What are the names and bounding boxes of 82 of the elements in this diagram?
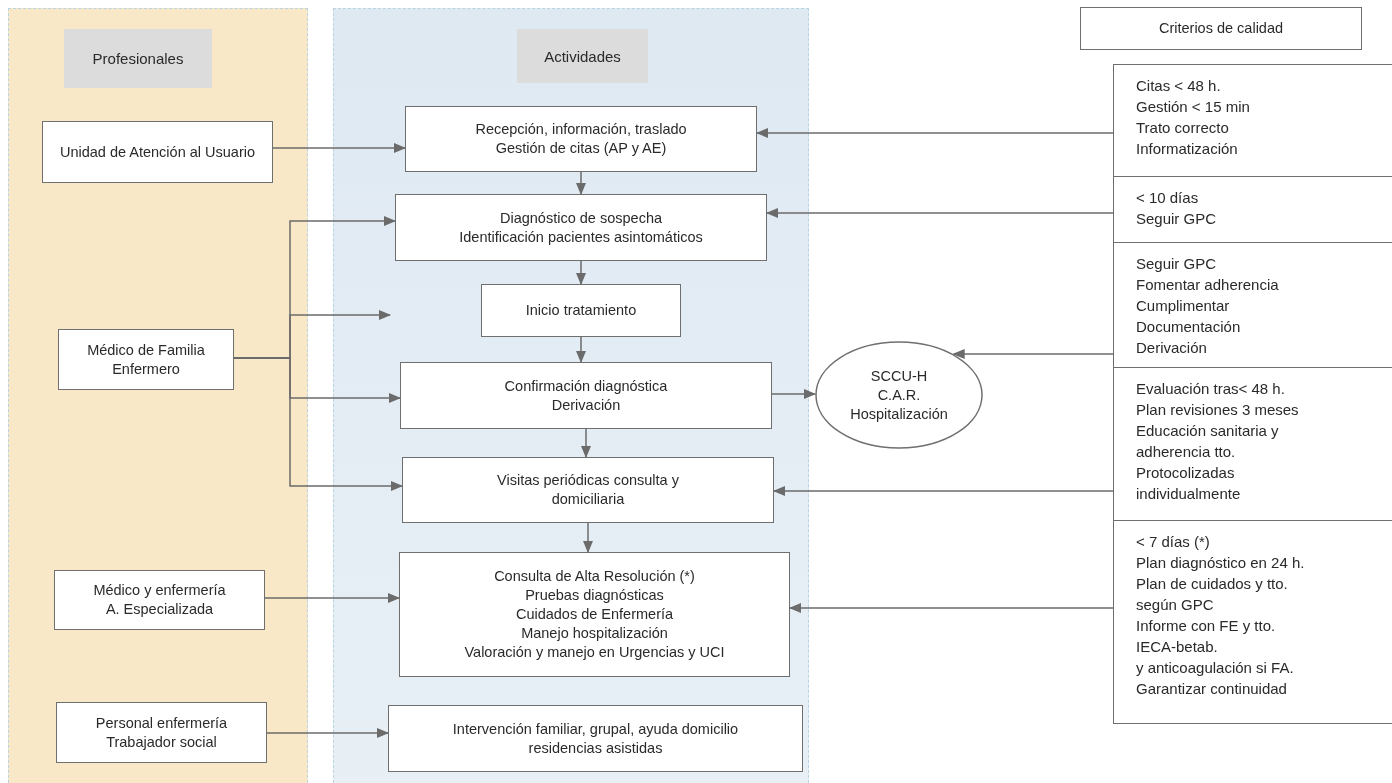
criteria-text: Derivación — [1136, 338, 1207, 358]
criteria-text: Plan de cuidados y tto. — [1136, 574, 1288, 594]
process-box — [402, 457, 774, 523]
process-box — [388, 705, 803, 772]
box-text: Manejo hospitalización — [521, 624, 668, 643]
box-text: Médico y enfermería — [93, 581, 226, 600]
arrow — [952, 349, 1114, 359]
arrow — [576, 260, 586, 285]
criteria-text: Fomentar adherencia — [1136, 275, 1279, 295]
criteria-box — [1113, 520, 1392, 724]
box-text: Personal enfermería — [95, 713, 228, 733]
criteria-text: Documentación — [1136, 317, 1241, 337]
criteria-text: Protocolizadas — [1136, 463, 1235, 483]
destination-ellipse — [815, 341, 983, 449]
arrow — [581, 428, 591, 458]
criteria-text: Informe con FE y tto. — [1136, 616, 1276, 636]
arrow — [756, 128, 1114, 138]
box-text: Enfermero — [112, 359, 180, 379]
arrow — [766, 208, 1114, 218]
criteria-text: Informatización — [1136, 139, 1238, 159]
box-text: Intervención familiar, grupal, ayuda domicilio residencias asistidas — [451, 719, 740, 758]
arrow — [773, 486, 1114, 496]
criteria-text: Citas < 48 h. — [1136, 76, 1221, 96]
criteria-text: IECA-betab. — [1136, 637, 1218, 657]
arrow — [771, 389, 816, 399]
process-box — [481, 284, 681, 337]
header-text: Profesionales — [92, 49, 184, 68]
process-box — [1080, 7, 1362, 50]
box-text: Unidad de Atención al Usuario — [59, 142, 256, 162]
box-text: Inicio tratamiento — [525, 301, 637, 320]
criteria-text: y anticoagulación si FA. — [1136, 658, 1294, 678]
arrow — [789, 603, 1114, 613]
box-text: Médico de Familia — [87, 340, 205, 360]
box-text: Pruebas diagnósticas — [525, 586, 664, 605]
box-text: Confirmación diagnóstica — [504, 376, 668, 396]
box-text: Recepción, información, traslado — [475, 120, 687, 139]
process-box — [405, 106, 757, 172]
box-text: Trabajador social — [106, 732, 217, 752]
criteria-text: Plan revisiones 3 meses — [1136, 400, 1299, 420]
box-text: Consulta de Alta Resolución (*) — [494, 567, 695, 586]
criteria-box — [1113, 64, 1392, 177]
box-text: Derivación — [551, 395, 621, 415]
box-text: A. Especializada — [105, 600, 214, 619]
box-text: Diagnóstico de sospecha — [500, 208, 662, 228]
column-header — [64, 29, 212, 88]
process-box — [400, 362, 772, 429]
criteria-text: Educación sanitaria y — [1136, 421, 1279, 441]
criteria-text: Plan diagnóstico en 24 h. — [1136, 553, 1305, 573]
arrow — [264, 593, 400, 603]
criteria-text: Seguir GPC — [1136, 209, 1217, 229]
criteria-text: individualmente — [1136, 484, 1241, 504]
box-text: Criterios de calidad — [1158, 19, 1284, 38]
criteria-text: adherencia tto. — [1136, 442, 1236, 462]
arrow — [583, 522, 593, 553]
ellipse-text: C.A.R. — [877, 385, 921, 405]
criteria-text: Seguir GPC — [1136, 254, 1217, 274]
process-box — [58, 329, 234, 390]
process-box — [42, 121, 273, 183]
criteria-text: < 7 días (*) — [1136, 532, 1210, 552]
ellipse-text: SCCU-H — [870, 366, 928, 386]
box-text: Valoración y manejo en Urgencias y UCI — [464, 643, 725, 662]
criteria-text: < 10 días — [1136, 188, 1199, 208]
arrow — [266, 728, 389, 738]
box-text: Gestión de citas (AP y AE) — [495, 139, 667, 158]
criteria-text: Cumplimentar — [1136, 296, 1230, 316]
ellipse-text: Hospitalización — [850, 404, 948, 424]
header-text: Actividades — [544, 46, 621, 66]
process-box — [395, 194, 767, 261]
process-box — [399, 552, 790, 677]
criteria-text: Trato correcto — [1136, 118, 1229, 138]
arrow — [272, 143, 406, 153]
box-text: Identificación pacientes asintomáticos — [459, 227, 703, 247]
arrow — [576, 336, 586, 363]
box-text: Cuidados de Enfermería — [515, 605, 674, 624]
arrow — [576, 171, 586, 195]
process-box — [54, 570, 265, 630]
criteria-text: Gestión < 15 min — [1136, 97, 1250, 117]
criteria-text: según GPC — [1136, 595, 1214, 615]
criteria-text: Garantizar continuidad — [1136, 679, 1287, 699]
process-box — [56, 702, 267, 763]
criteria-text: Evaluación tras< 48 h. — [1136, 379, 1285, 399]
box-text: Visitas periódicas consulta y domiciliaria — [496, 471, 680, 509]
